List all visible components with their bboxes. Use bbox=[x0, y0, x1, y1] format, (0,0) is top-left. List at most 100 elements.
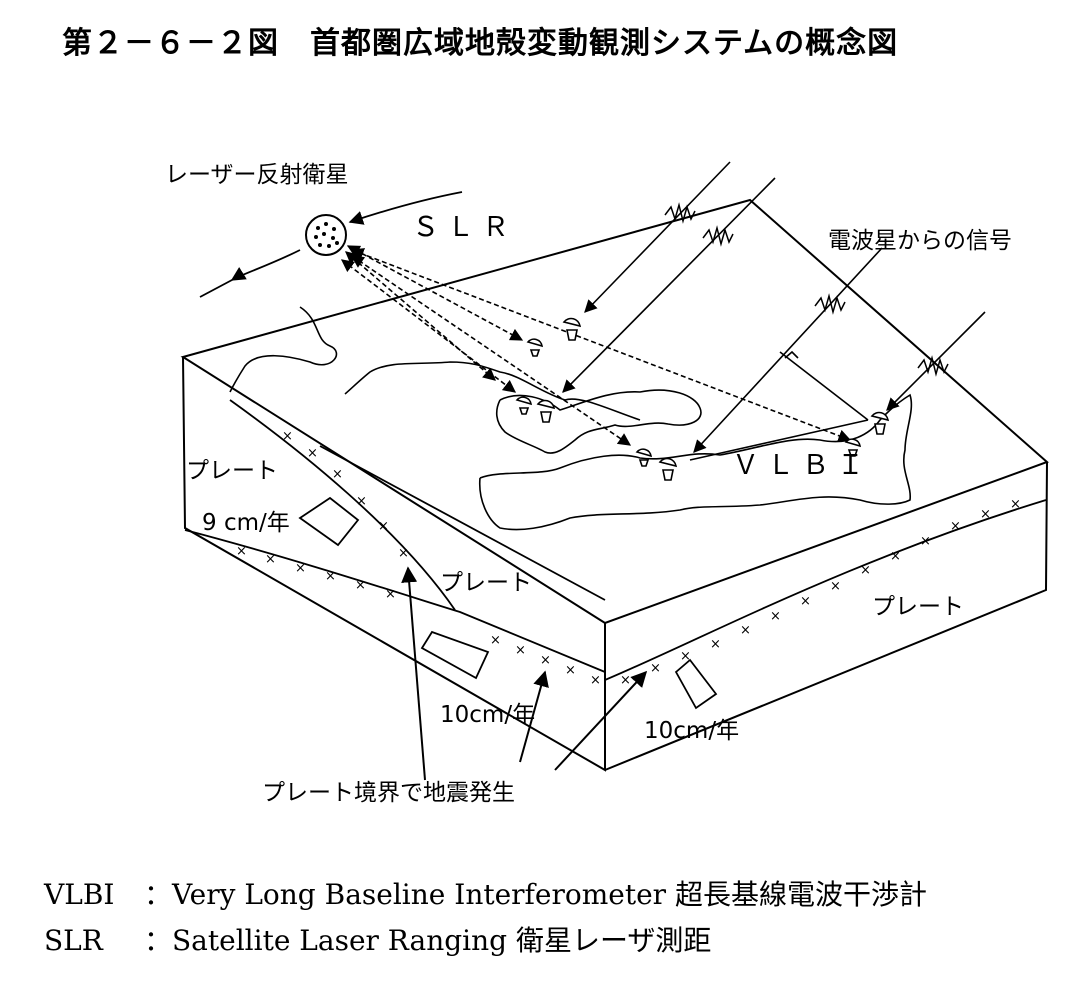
antenna-icon bbox=[515, 396, 532, 415]
x-mark: × bbox=[620, 673, 631, 688]
rate-label-10cm-left: 10cm/年 bbox=[440, 702, 535, 728]
slr-label: ＳＬＲ bbox=[412, 212, 517, 243]
block-left-face bbox=[182, 356, 606, 772]
earthquake-arrows bbox=[401, 566, 648, 781]
antenna-icon bbox=[635, 448, 652, 467]
x-mark: × bbox=[770, 609, 781, 624]
plate-label-middle: プレート bbox=[440, 570, 532, 596]
x-mark: × bbox=[1010, 497, 1021, 512]
antenna-icon bbox=[844, 438, 861, 457]
legend-desc: ：Satellite Laser Ranging 衛星レーザ測距 bbox=[144, 924, 712, 957]
radio-signals bbox=[562, 161, 986, 461]
signal-ray-2 bbox=[562, 177, 776, 393]
boundary-marks: × × × × × × × × × × × × × × × × × × × × … bbox=[236, 429, 1021, 688]
signal-ray-3 bbox=[693, 247, 883, 453]
x-mark: × bbox=[325, 569, 336, 584]
rate-label-9cm: 9 cm/年 bbox=[202, 510, 290, 536]
crust-block bbox=[180, 198, 1049, 772]
legend-row-vlbi: VLBI ：Very Long Baseline Interferometer 超… bbox=[44, 872, 927, 918]
boundary-left-curve bbox=[229, 399, 456, 611]
x-mark: × bbox=[265, 552, 276, 567]
signal-ray-4 bbox=[886, 311, 986, 411]
plate-label-right: プレート bbox=[872, 594, 964, 620]
x-mark: × bbox=[980, 507, 991, 522]
x-mark: × bbox=[398, 546, 409, 561]
x-mark: × bbox=[332, 467, 343, 482]
antenna-icon bbox=[526, 338, 543, 357]
x-mark: × bbox=[356, 494, 367, 509]
plate-motion-shapes bbox=[298, 496, 718, 710]
x-mark: × bbox=[515, 643, 526, 658]
orbit-arrow-lower bbox=[230, 249, 301, 281]
orbit-arrow-upper bbox=[348, 191, 463, 225]
x-mark: × bbox=[540, 653, 551, 668]
motion-block-10cm-right bbox=[674, 658, 718, 710]
x-mark: × bbox=[590, 673, 601, 688]
x-mark: × bbox=[680, 649, 691, 664]
vlbi-label: ＶＬＢＩ bbox=[732, 450, 872, 481]
figure-title: 第２－６－２図 首都圏広域地殻変動観測システムの概念図 bbox=[62, 26, 899, 61]
signal-ray-1 bbox=[584, 161, 731, 313]
boundary-cross-line bbox=[319, 445, 606, 601]
earthquake-label: プレート境界で地震発生 bbox=[262, 780, 515, 806]
legend-desc: ：Very Long Baseline Interferometer 超長基線電… bbox=[144, 878, 927, 911]
x-mark: × bbox=[830, 579, 841, 594]
antenna-icon bbox=[870, 411, 889, 435]
x-mark: × bbox=[378, 519, 389, 534]
x-mark: × bbox=[860, 563, 871, 578]
baseline-link bbox=[689, 419, 869, 461]
motion-block-10cm-left bbox=[420, 630, 490, 680]
block-right-face bbox=[604, 461, 1048, 771]
x-mark: × bbox=[490, 633, 501, 648]
legend-abbr: VLBI bbox=[44, 878, 115, 911]
antenna-icon bbox=[562, 317, 581, 341]
wave-packet bbox=[702, 225, 734, 247]
legend: VLBI ：Very Long Baseline Interferometer 超… bbox=[44, 872, 927, 964]
legend-abbr: SLR bbox=[44, 924, 103, 957]
quake-arrow-left bbox=[401, 566, 426, 781]
x-mark: × bbox=[920, 534, 931, 549]
quake-arrow-middle bbox=[519, 670, 549, 763]
antennas bbox=[515, 317, 889, 481]
satellite-label: レーザー反射衛星 bbox=[165, 162, 349, 188]
wave-packet bbox=[814, 293, 846, 315]
x-mark: × bbox=[710, 637, 721, 652]
radio-star-label: 電波星からの信号 bbox=[828, 228, 1012, 254]
observation-system-diagram: × × × × × × × × × × × × × × × × × × × × … bbox=[165, 161, 1049, 806]
antenna-icon bbox=[536, 399, 555, 423]
orbit-arrows bbox=[199, 191, 463, 298]
boundary-right-curve bbox=[604, 499, 1047, 681]
coastline-north bbox=[229, 306, 338, 393]
motion-block-9cm bbox=[298, 496, 360, 547]
x-mark: × bbox=[800, 594, 811, 609]
x-mark: × bbox=[307, 446, 318, 461]
wavefront-line bbox=[779, 351, 869, 421]
laser-beams bbox=[340, 245, 852, 446]
x-mark: × bbox=[890, 549, 901, 564]
legend-row-slr: SLR ：Satellite Laser Ranging 衛星レーザ測距 bbox=[44, 918, 927, 964]
laser-beam-1 bbox=[346, 245, 524, 341]
x-mark: × bbox=[385, 587, 396, 602]
x-mark: × bbox=[236, 544, 247, 559]
x-mark: × bbox=[565, 663, 576, 678]
plate-label-left: プレート bbox=[186, 458, 278, 484]
laser-beam-5 bbox=[350, 248, 852, 442]
quake-arrow-right bbox=[554, 670, 648, 771]
x-mark: × bbox=[740, 623, 751, 638]
x-mark: × bbox=[282, 429, 293, 444]
wave-packets bbox=[664, 202, 949, 377]
laser-beam-4 bbox=[350, 255, 632, 446]
boundary-inner-curve bbox=[184, 529, 606, 673]
coastline-bay bbox=[344, 361, 641, 421]
right-angle-mark bbox=[784, 350, 799, 359]
x-mark: × bbox=[295, 561, 306, 576]
satellite-icon bbox=[305, 214, 347, 256]
coastline-south bbox=[478, 393, 913, 531]
rate-label-10cm-right: 10cm/年 bbox=[644, 718, 739, 744]
orbit-line-lower bbox=[199, 279, 233, 298]
laser-beam-2 bbox=[345, 251, 496, 381]
wave-packet bbox=[664, 202, 696, 224]
x-mark: × bbox=[355, 578, 366, 593]
x-mark: × bbox=[950, 519, 961, 534]
plate-boundaries bbox=[184, 399, 1047, 681]
